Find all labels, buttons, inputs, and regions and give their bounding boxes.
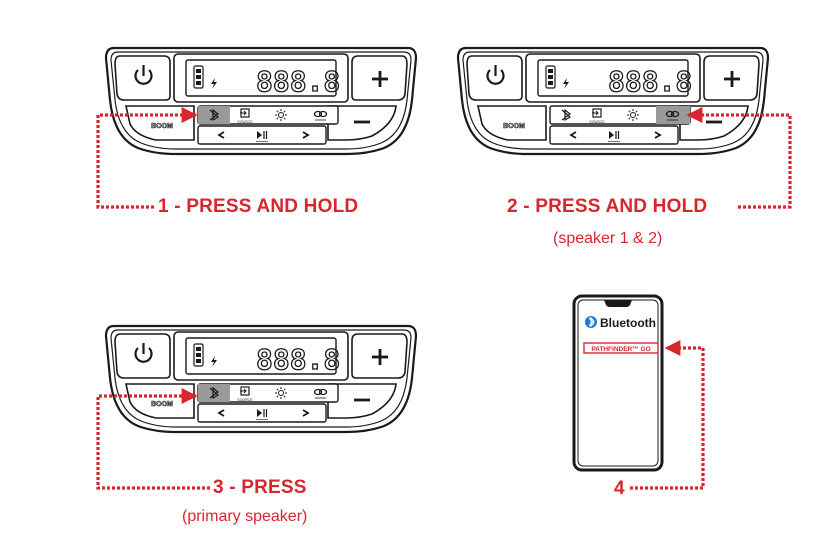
power-icon — [134, 69, 153, 85]
play-pause-icon — [257, 409, 262, 417]
play-pause-icon — [257, 131, 262, 139]
bluetooth-title: Bluetooth — [600, 316, 656, 330]
step-3-sub: (primary speaker) — [182, 508, 308, 525]
device-name: PATHFINDER™ GO — [591, 346, 650, 353]
step-2-label: 2 - PRESS AND HOLD — [507, 196, 708, 217]
next-icon — [654, 131, 662, 139]
power-icon — [486, 69, 505, 85]
panel-1-bt-highlight — [198, 106, 230, 124]
next-icon — [302, 131, 310, 139]
play-pause-icon — [609, 131, 614, 139]
source-label: SOURCE — [237, 120, 253, 124]
connector-step-1 — [96, 107, 198, 209]
step-3-label: 3 - PRESS — [213, 477, 307, 498]
phone: Bluetooth PATHFINDER™ GO — [572, 294, 664, 472]
display-digits: 888.8 — [256, 343, 340, 376]
control-panel-1 — [104, 46, 418, 156]
boom-logo: BOOM — [151, 401, 173, 408]
source-label: SOURCE — [237, 398, 253, 402]
connector-step-4 — [630, 340, 705, 490]
prev-icon — [569, 131, 577, 139]
device-row[interactable] — [583, 342, 659, 354]
link-icon — [313, 110, 323, 118]
light-icon — [630, 112, 636, 118]
light-icon — [278, 112, 284, 118]
link-icon — [313, 388, 323, 396]
next-icon — [302, 409, 310, 417]
step-1-label: 1 - PRESS AND HOLD — [158, 196, 359, 217]
phone-notch — [604, 300, 632, 307]
display-digits: 888.8 — [608, 65, 692, 98]
prev-icon — [217, 131, 225, 139]
panel-3-bt-highlight — [198, 384, 230, 402]
connector-step-3 — [96, 388, 210, 490]
control-panel-2 — [456, 46, 770, 156]
connector-step-2 — [686, 107, 792, 209]
prev-icon — [217, 409, 225, 417]
boom-logo: BOOM — [503, 123, 525, 130]
bluetooth-icon — [209, 386, 220, 400]
display-digits: 888.8 — [256, 65, 340, 98]
bluetooth-icon — [209, 108, 220, 122]
step-4-label: 4 — [614, 478, 625, 499]
source-label: SOURCE — [589, 120, 605, 124]
step-2-sub: (speaker 1 & 2) — [553, 230, 663, 247]
power-icon — [134, 347, 153, 363]
bluetooth-icon — [561, 108, 572, 122]
light-icon — [278, 390, 284, 396]
boom-logo: BOOM — [151, 123, 173, 130]
link-icon — [665, 110, 675, 118]
control-panel-3 — [104, 324, 418, 434]
